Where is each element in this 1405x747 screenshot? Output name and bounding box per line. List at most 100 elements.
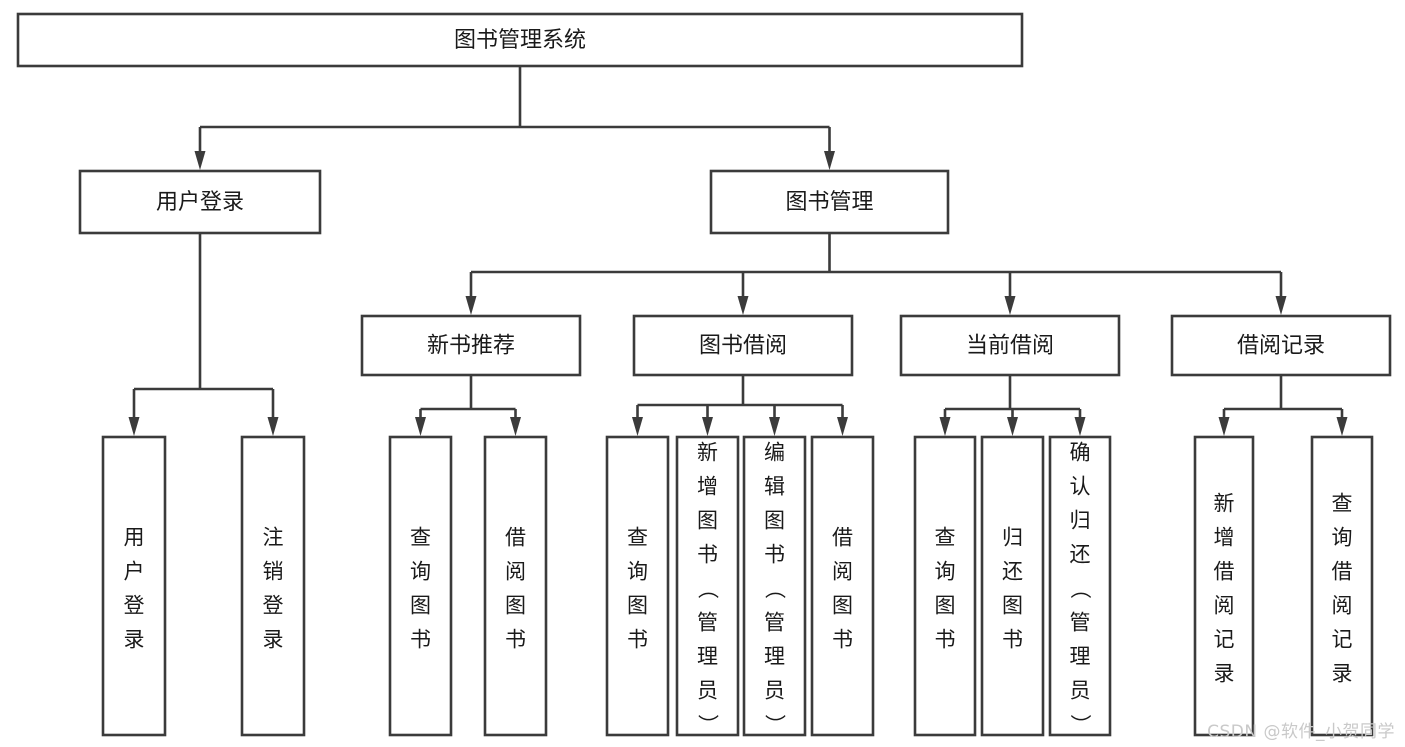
svg-text:登: 登 xyxy=(263,594,284,618)
node-新书推荐[interactable]: 新书推荐 xyxy=(360,314,582,377)
node-当前借阅-label: 当前借阅 xyxy=(966,334,1054,359)
svg-text:书: 书 xyxy=(505,628,526,652)
svg-text:书: 书 xyxy=(832,628,853,652)
svg-text:询: 询 xyxy=(627,560,648,584)
node-图书管理系统-label: 图书管理系统 xyxy=(454,28,586,53)
arrowhead-icon xyxy=(415,417,426,436)
svg-text:书: 书 xyxy=(935,628,956,652)
node-图书管理[interactable]: 图书管理 xyxy=(709,169,950,235)
svg-text:记: 记 xyxy=(1332,628,1353,652)
node-用户登录-box[interactable] xyxy=(101,435,167,737)
node-注销登录-box[interactable] xyxy=(240,435,306,737)
node-借阅记录-box[interactable] xyxy=(1170,314,1392,377)
arrowhead-icon xyxy=(939,417,951,436)
svg-text:用: 用 xyxy=(124,526,145,550)
node-当前借阅-box[interactable] xyxy=(899,314,1121,377)
svg-text:书: 书 xyxy=(1002,628,1023,652)
connector-bookmgmt-to-level3 xyxy=(465,233,1287,315)
connector-layer xyxy=(128,66,1348,436)
node-图书借阅-box[interactable] xyxy=(632,314,854,377)
svg-text:书: 书 xyxy=(697,543,718,567)
svg-text:管: 管 xyxy=(1070,611,1091,635)
node-新书推荐-box[interactable] xyxy=(360,314,582,377)
svg-text:归: 归 xyxy=(1070,509,1091,533)
arrowhead-icon xyxy=(737,296,749,315)
svg-text:理: 理 xyxy=(764,645,785,669)
svg-text:图: 图 xyxy=(832,594,853,618)
node-用户登录[interactable]: 用户登录 xyxy=(78,169,322,235)
node-确认归还管理员-box[interactable] xyxy=(1048,435,1112,737)
node-借阅记录[interactable]: 借阅记录 xyxy=(1170,314,1392,377)
svg-text:员: 员 xyxy=(1070,679,1091,703)
node-图书管理系统-box[interactable] xyxy=(16,12,1024,68)
svg-text:阅: 阅 xyxy=(1214,594,1235,618)
node-编辑图书管理员-box[interactable] xyxy=(742,435,807,737)
svg-text:管: 管 xyxy=(697,611,718,635)
arrowhead-icon xyxy=(194,151,206,170)
node-查询图书-box[interactable] xyxy=(388,435,453,737)
svg-text:录: 录 xyxy=(263,628,284,652)
node-图书管理-box[interactable] xyxy=(709,169,950,235)
arrowhead-icon xyxy=(510,417,521,436)
svg-text:注: 注 xyxy=(263,526,284,550)
node-用户登录-box[interactable] xyxy=(78,169,322,235)
node-图书借阅[interactable]: 图书借阅 xyxy=(632,314,854,377)
node-查询图书-box[interactable] xyxy=(605,435,670,737)
node-借阅记录-label: 借阅记录 xyxy=(1237,334,1325,359)
svg-text:增: 增 xyxy=(1214,526,1235,550)
arrowhead-icon xyxy=(702,417,713,436)
svg-text:还: 还 xyxy=(1070,543,1091,567)
node-新增图书管理员-box[interactable] xyxy=(675,435,740,737)
node-新增借阅记录-box[interactable] xyxy=(1193,435,1255,737)
svg-text:（: （ xyxy=(1068,578,1092,599)
node-借阅图书-box[interactable] xyxy=(483,435,548,737)
arrowhead-icon xyxy=(1275,296,1287,315)
svg-text:查: 查 xyxy=(935,526,956,550)
svg-text:录: 录 xyxy=(124,628,145,652)
node-当前借阅[interactable]: 当前借阅 xyxy=(899,314,1121,377)
svg-text:查: 查 xyxy=(627,526,648,550)
svg-text:）: ） xyxy=(1068,714,1092,735)
svg-text:借: 借 xyxy=(1332,560,1353,584)
connector-root-to-level2 xyxy=(194,66,835,170)
svg-text:询: 询 xyxy=(935,560,956,584)
node-用户登录[interactable]: 用户登录 xyxy=(101,435,167,737)
node-查询图书-box[interactable] xyxy=(913,435,977,737)
svg-text:录: 录 xyxy=(1214,662,1235,686)
svg-text:查: 查 xyxy=(410,526,431,550)
svg-text:归: 归 xyxy=(1002,526,1023,550)
svg-text:新: 新 xyxy=(697,441,718,465)
node-图书管理系统[interactable]: 图书管理系统 xyxy=(16,12,1024,68)
svg-text:图: 图 xyxy=(1002,594,1023,618)
connector-newbook-to-leaves xyxy=(415,375,521,436)
arrowhead-icon xyxy=(1218,417,1230,436)
svg-text:员: 员 xyxy=(697,679,718,703)
node-归还图书-box[interactable] xyxy=(980,435,1045,737)
node-用户登录-label: 用户登录 xyxy=(124,526,145,652)
node-借阅图书-box[interactable] xyxy=(810,435,875,737)
node-查询借阅记录-box[interactable] xyxy=(1310,435,1374,737)
svg-text:查: 查 xyxy=(1332,492,1353,516)
svg-text:销: 销 xyxy=(263,560,284,584)
svg-text:理: 理 xyxy=(1070,645,1091,669)
svg-text:借: 借 xyxy=(505,526,526,550)
svg-text:录: 录 xyxy=(1332,662,1353,686)
svg-text:借: 借 xyxy=(832,526,853,550)
